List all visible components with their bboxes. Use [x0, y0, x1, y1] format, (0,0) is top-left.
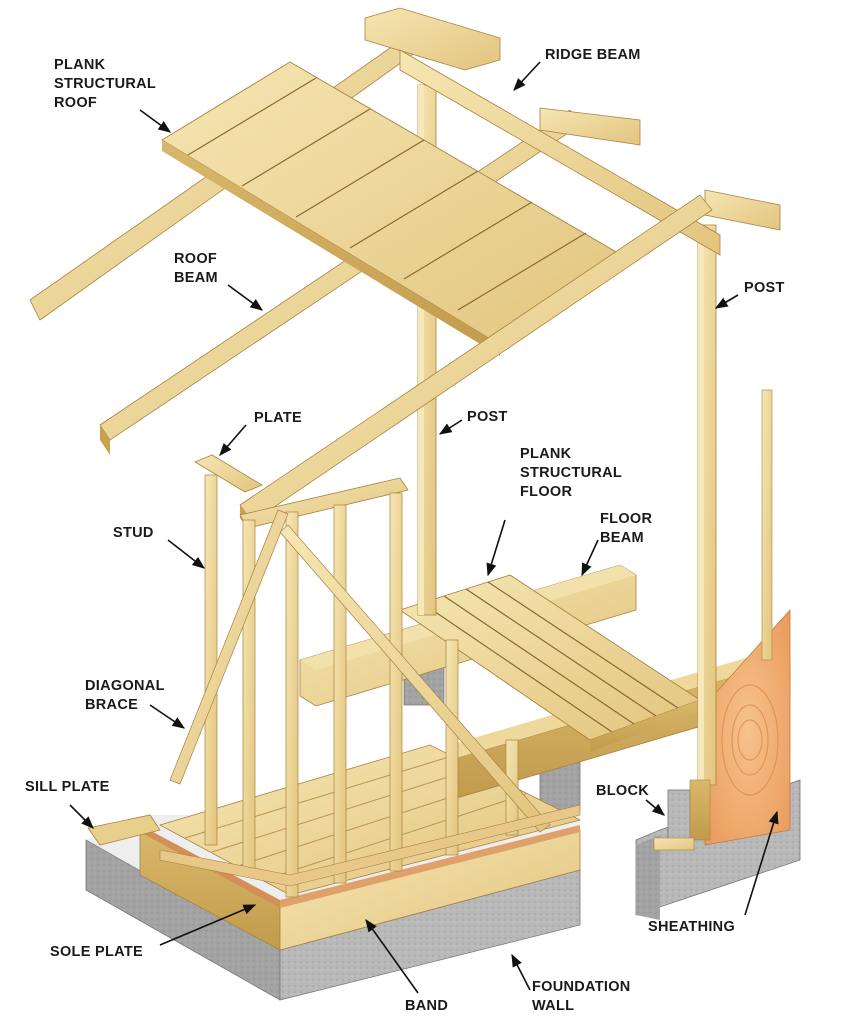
label-post-right: POST	[744, 280, 785, 296]
sheathing	[704, 389, 791, 846]
label-roof-beam: ROOF BEAM	[174, 251, 218, 286]
label-plank-structural-floor: PLANK STRUCTURAL FLOOR	[520, 446, 623, 500]
label-sill-plate: SILL PLATE	[25, 779, 110, 795]
label-stud: STUD	[113, 525, 154, 541]
label-post-center: POST	[467, 409, 508, 425]
sole-plate	[159, 804, 581, 887]
label-floor-beam: FLOOR BEAM	[600, 511, 653, 546]
label-diagonal-brace: DIAGONAL BRACE	[85, 678, 165, 713]
plank-structural-roof	[161, 61, 631, 356]
sill-plate	[87, 814, 161, 846]
plank-structural-floor	[398, 574, 701, 752]
diagonal-brace	[169, 509, 551, 833]
label-ridge-beam: RIDGE BEAM	[545, 47, 641, 63]
label-sole-plate: SOLE PLATE	[50, 944, 143, 960]
block	[653, 837, 695, 851]
post-right	[689, 224, 717, 841]
label-plank-structural-roof: PLANK STRUCTURAL ROOF	[54, 57, 157, 111]
leader-lines	[69, 61, 779, 994]
label-foundation-wall: FOUNDATION WALL	[532, 979, 631, 1014]
label-block: BLOCK	[596, 783, 650, 799]
label-sheathing: SHEATHING	[648, 919, 736, 935]
label-plate: PLATE	[254, 410, 302, 426]
ridge-beam	[364, 7, 781, 256]
label-band: BAND	[405, 998, 449, 1014]
